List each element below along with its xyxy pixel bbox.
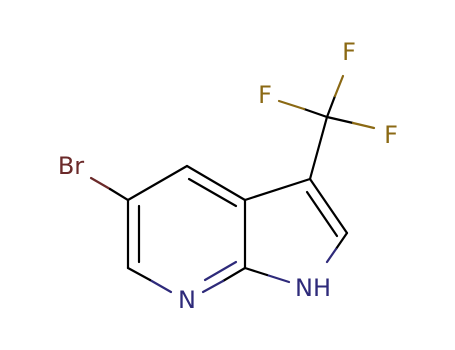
- bond-cf3-f-left-c-part: [302, 107, 329, 119]
- atom-label-bromine: Br: [58, 152, 84, 180]
- bond-br-c5-c-part: [108, 187, 130, 202]
- bond-c2-n1-c-part: [334, 231, 349, 251]
- bond-br-c5-br-part: [89, 176, 112, 191]
- atom-label-pyrrole-nh: NH: [295, 274, 331, 302]
- bond-c2-n1-n-part: [325, 247, 338, 264]
- bond-c7a-n7-inner: [203, 260, 238, 282]
- bond-c5-c4: [126, 164, 189, 202]
- bond-c3-c2: [308, 177, 349, 235]
- bond-cf3-f-top-c-part: [325, 94, 337, 119]
- bonds: [89, 74, 376, 294]
- bond-c3-cf3: [308, 115, 329, 181]
- bond-cf3-f-top-f-part: [333, 74, 345, 98]
- atom-label-pyridine-nitrogen: N: [178, 286, 196, 314]
- bond-c3a-c3: [243, 177, 312, 202]
- bond-n7-c6-c-part: [126, 266, 152, 282]
- bond-c4-c3a-inner: [187, 177, 238, 208]
- bond-c7a-n7-n-part: [201, 279, 225, 294]
- bond-c3-c2-inner: [305, 190, 339, 238]
- bond-n1-c7a-c-part: [243, 266, 269, 277]
- atom-label-fluorine-left: F: [258, 81, 272, 109]
- bond-cf3-f-right-c-part: [325, 115, 355, 125]
- bond-cf3-f-left-f-part: [277, 99, 306, 111]
- bond-cf3-f-right-f-part: [351, 121, 376, 130]
- bond-n1-c7a-n-part: [265, 273, 291, 284]
- bond-n7-c6-n-part: [148, 278, 173, 294]
- atom-label-fluorine-top: F: [342, 38, 356, 66]
- bond-c7a-n7-c-part: [221, 266, 247, 283]
- bond-c4-c3a: [185, 164, 247, 202]
- atom-labels: Br F F F N NH: [58, 38, 398, 314]
- atom-label-fluorine-right: F: [384, 121, 398, 149]
